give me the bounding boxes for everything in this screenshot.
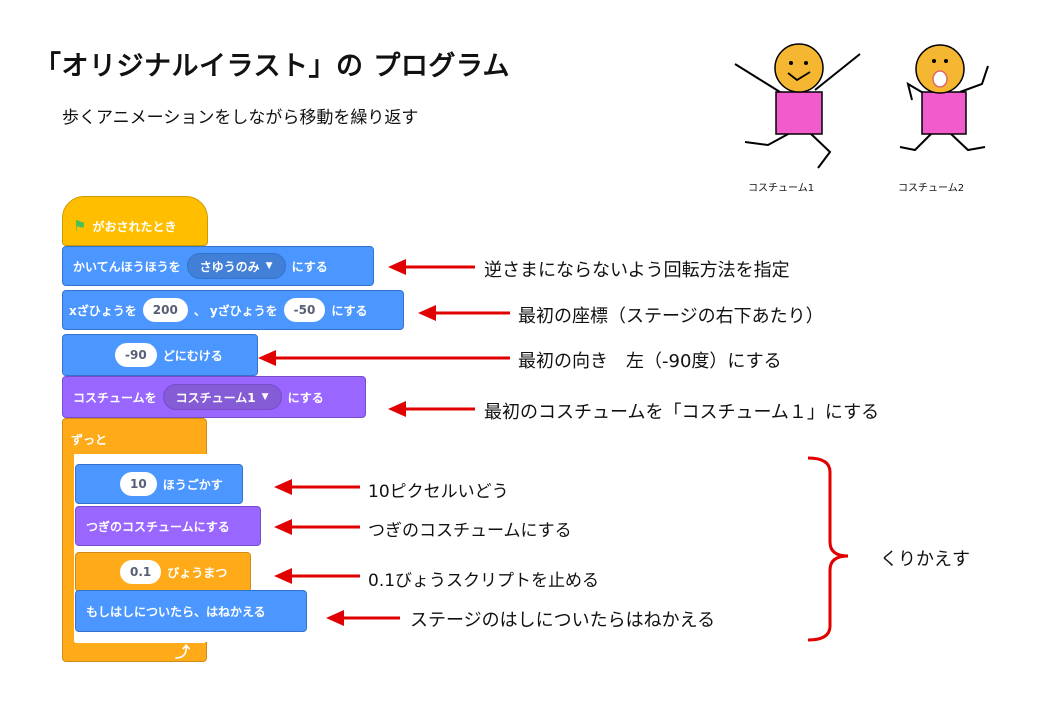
annotation-wait: 0.1びょうスクリプトを止める [368, 571, 600, 591]
point-in-direction-block[interactable]: -90 どにむける [62, 334, 258, 376]
set-rotation-style-block[interactable]: かいてんほうほうを さゆうのみ ▼ にする [62, 246, 374, 286]
costume2-figure [899, 44, 989, 152]
wait-input[interactable]: 0.1 [120, 560, 162, 584]
switch-costume-block[interactable]: コスチュームを コスチューム1 ▼ にする [62, 376, 366, 418]
wait-block[interactable]: 0.1 びょうまつ [75, 552, 251, 592]
annotation-bounce: ステージのはしについたらはねかえる [410, 610, 716, 631]
green-flag-icon: ⚑ [73, 217, 87, 235]
rotation-label-after: にする [291, 259, 328, 274]
page-title: 「オリジナルイラスト」の プログラム [34, 51, 511, 82]
goto-label-after: にする [331, 303, 368, 318]
loop-arrow-icon: ⤴ [175, 643, 191, 661]
rotation-label: かいてんほうほうを [73, 259, 181, 274]
costume-dropdown[interactable]: コスチューム1 ▼ [162, 384, 282, 410]
costume1-figure [734, 43, 861, 169]
annotation-direction: 最初の向き 左（-90度）にする [518, 351, 782, 372]
annotation-loop: くりかえす [880, 549, 970, 570]
annotation-rotation: 逆さまにならないよう回転方法を指定 [484, 260, 790, 281]
costume-label: コスチュームを [73, 390, 157, 405]
arrowhead-rotation [388, 259, 406, 275]
next-costume-label: つぎのコスチュームにする [86, 519, 230, 534]
loop-brace [807, 456, 849, 642]
arrowhead-goto [418, 305, 436, 321]
costume-label-after: にする [287, 390, 324, 405]
x-input[interactable]: 200 [142, 298, 188, 322]
move-steps-block[interactable]: 10 ほうごかす [75, 464, 243, 504]
bounce-label: もしはしについたら、はねかえる [86, 604, 266, 619]
annotation-costume: 最初のコスチュームを「コスチューム１」にする [484, 402, 880, 423]
chevron-down-icon: ▼ [265, 261, 273, 271]
chevron-down-icon: ▼ [261, 392, 269, 402]
goto-y-label: yざひょうを [209, 303, 278, 318]
when-flag-clicked-block[interactable]: ⚑ がおされたとき [62, 196, 208, 246]
goto-x-label: xざひょうを [69, 303, 137, 318]
direction-label: どにむける [162, 348, 223, 363]
costume2-caption: コスチューム2 [898, 183, 965, 194]
arrowhead-direction [258, 350, 276, 366]
y-input[interactable]: -50 [283, 298, 326, 322]
bounce-block[interactable]: もしはしについたら、はねかえる [75, 590, 307, 632]
arrowhead-bounce [326, 610, 344, 626]
costume-dropdown-value: コスチューム1 [175, 390, 256, 405]
rotation-dropdown-value: さゆうのみ [199, 259, 260, 274]
arrowhead-next-costume [274, 519, 292, 535]
annotation-move: 10ピクセルいどう [368, 482, 509, 502]
arrowhead-wait [274, 568, 292, 584]
direction-input[interactable]: -90 [115, 343, 157, 367]
costume1-caption: コスチューム1 [748, 183, 815, 194]
hat-label: がおされたとき [92, 219, 177, 234]
goto-separator: 、 [193, 303, 206, 318]
move-label: ほうごかす [162, 477, 223, 492]
rotation-style-dropdown[interactable]: さゆうのみ ▼ [186, 253, 286, 279]
arrowhead-costume [388, 401, 406, 417]
go-to-xy-block[interactable]: xざひょうを 200 、 yざひょうを -50 にする [62, 290, 404, 330]
annotation-goto: 最初の座標（ステージの右下あたり） [518, 306, 824, 327]
annotation-next-costume: つぎのコスチュームにする [368, 521, 572, 541]
page-subtitle: 歩くアニメーションをしながら移動を繰り返す [62, 108, 419, 128]
forever-label: ずっと [71, 433, 108, 447]
next-costume-block[interactable]: つぎのコスチュームにする [75, 506, 261, 546]
wait-label: びょうまつ [167, 565, 228, 580]
steps-input[interactable]: 10 [120, 472, 157, 496]
arrowhead-move [274, 479, 292, 495]
